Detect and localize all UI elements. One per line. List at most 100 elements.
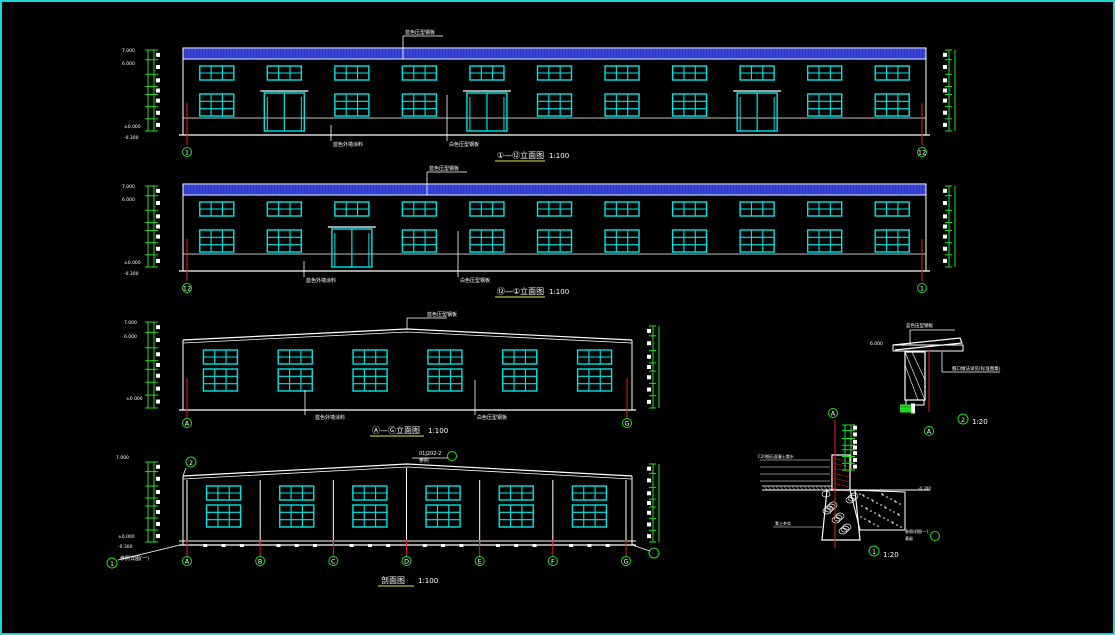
soil-dot (892, 522, 894, 524)
dim-text-mark (647, 466, 651, 471)
window (352, 368, 388, 392)
dim-text-mark (156, 110, 160, 115)
level-mid: 6.000 (122, 61, 135, 67)
window (571, 504, 608, 528)
window (739, 229, 775, 253)
axis-left-label: 1 (185, 149, 189, 157)
floor-mark (587, 544, 592, 547)
dim-text-mark (943, 98, 947, 103)
window (401, 229, 438, 253)
roof-band (182, 47, 927, 60)
callout-leader (631, 544, 651, 552)
window (806, 229, 843, 253)
axis-a-circle (828, 408, 838, 418)
dim-text-mark (943, 88, 947, 93)
axis-left-circle (182, 418, 192, 428)
dim-text-mark (647, 354, 651, 359)
dim-text-mark (853, 445, 857, 450)
soil-dot (874, 512, 876, 514)
soil-dot (883, 517, 885, 519)
drawing-scale: 1:100 (428, 427, 448, 435)
level-mid: 6.000 (124, 334, 137, 340)
dim-text-mark (647, 478, 651, 483)
drawing-scale: 1:100 (418, 577, 438, 585)
dim-text-mark (156, 510, 160, 514)
soil-dot (867, 497, 869, 499)
soil-dot (891, 521, 893, 523)
soil-dot (878, 514, 880, 516)
slab-hatch (795, 485, 800, 491)
dim-text-mark (943, 246, 947, 251)
dim-text-mark (156, 98, 160, 103)
slab-hatch (775, 485, 780, 491)
dim-text-mark (911, 409, 915, 414)
slab-hatch (803, 485, 808, 491)
soil-dot (864, 518, 866, 520)
dim-text-mark (156, 214, 160, 219)
dimension-column (900, 403, 915, 414)
window (536, 93, 573, 117)
detail-note: 参照详图(一) (120, 555, 149, 562)
drawing-scale: 1:100 (549, 152, 569, 160)
soil-dot (900, 526, 902, 528)
callout-circle (185, 456, 197, 468)
rubble-stone (842, 523, 852, 531)
window (205, 504, 242, 528)
dim-text-mark (156, 464, 160, 469)
wall-note-2: 白色压型钢板 (449, 141, 479, 148)
soil-dot (887, 519, 889, 521)
dimension-column (145, 49, 160, 132)
axis-left-label: A (185, 420, 190, 428)
fill-soil (849, 489, 906, 531)
dim-text-mark (156, 88, 160, 93)
dim-text-mark (647, 399, 651, 404)
roof-note: 蓝色压型钢板 (427, 311, 457, 318)
level-top: 7.000 (116, 455, 129, 461)
dimension-column (842, 424, 857, 471)
floor-mark (367, 544, 372, 547)
level-zero: ±0.000 (124, 260, 141, 266)
axis-A-label: A (185, 558, 190, 566)
slab-hatch (799, 485, 804, 491)
wall-note: 蓝色外墙涂料 (333, 141, 363, 148)
drawing-title: ①—⑫立面图 (497, 150, 544, 160)
slab-hatch (823, 485, 828, 491)
axis-D-label: D (404, 558, 409, 566)
soil-dot (873, 523, 875, 525)
roof-band (182, 183, 927, 196)
axis-right-circle (917, 283, 927, 293)
dim-text-mark (943, 78, 947, 83)
soil-dot (859, 493, 861, 495)
rubble-stone (845, 496, 855, 504)
soil-dot (885, 507, 887, 509)
rubble-stone (833, 514, 843, 522)
dim-text-mark (156, 224, 160, 229)
detail-ref-num: 1 (110, 561, 114, 568)
slab-hatch (791, 485, 796, 491)
window (202, 368, 239, 392)
soil-dot (880, 504, 882, 506)
dim-text-mark (156, 65, 160, 70)
dimension-column (943, 185, 956, 268)
dim-text-mark (156, 234, 160, 239)
roof-slope-inner (182, 331, 633, 344)
soil-dot (886, 496, 888, 498)
floor-mark (441, 544, 446, 547)
window (469, 229, 505, 253)
note-c: 参照详图(一) (905, 528, 929, 534)
axis-a-circle (924, 426, 934, 436)
axis-C-circle (328, 556, 339, 566)
axis-F-label: F (551, 558, 555, 566)
rubble-stone (831, 516, 841, 524)
window (279, 504, 315, 528)
dim-text-mark (156, 373, 160, 378)
axis-a-label: A (927, 428, 932, 436)
axis-right-label: 12 (918, 149, 926, 157)
dim-text-mark (156, 258, 160, 263)
soil-dot (876, 502, 878, 504)
footing (821, 489, 861, 541)
dim-text-mark (943, 52, 947, 57)
